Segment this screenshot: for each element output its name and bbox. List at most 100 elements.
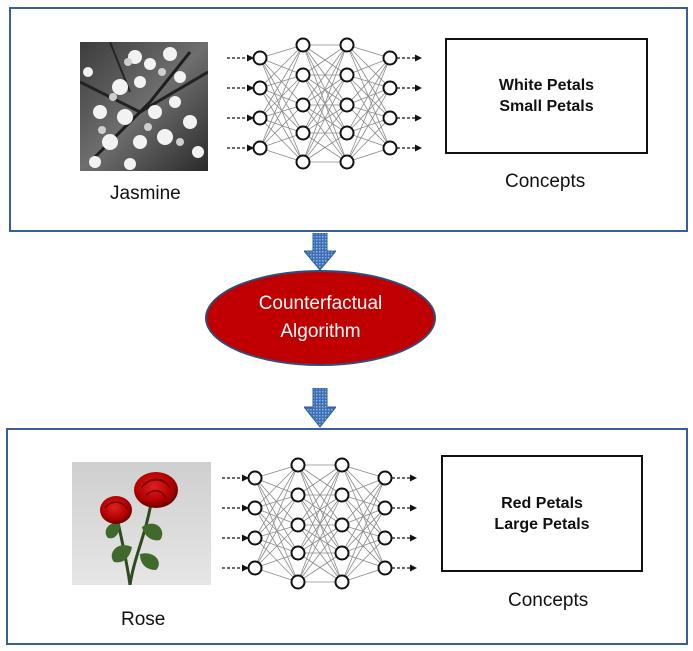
network-connection: [259, 104, 304, 149]
network-connection: [297, 552, 343, 583]
network-connection: [302, 44, 348, 106]
network-connection: [259, 87, 304, 163]
network-node: [377, 560, 393, 576]
network-node: [252, 110, 268, 126]
input-arrowhead: [247, 114, 254, 122]
concepts-box-top: White Petals Small Petals: [445, 38, 648, 154]
concepts-caption-top: Concepts: [505, 171, 586, 192]
network-connection: [341, 477, 386, 583]
down-arrow-icon: [304, 233, 336, 271]
algorithm-title-line1: Counterfactual: [258, 293, 383, 314]
network-connection: [259, 147, 304, 163]
network-connection: [259, 117, 304, 163]
network-connection: [297, 464, 343, 583]
algorithm-title-line2: Algorithm: [280, 321, 361, 342]
network-connection: [302, 74, 348, 106]
network-connection: [254, 537, 299, 583]
concept-red-petals: Red Petals: [501, 494, 583, 512]
network-node: [252, 140, 268, 156]
network-connection: [297, 494, 343, 583]
network-connection: [254, 464, 299, 569]
network-connection: [341, 537, 386, 583]
network-connection: [254, 552, 299, 569]
network-connection: [341, 477, 386, 554]
network-connection: [346, 57, 391, 134]
counterfactual-algorithm-node: Counterfactual Algorithm: [205, 270, 436, 366]
network-connection: [346, 147, 391, 163]
network-node: [295, 67, 311, 83]
network-connection: [302, 74, 348, 163]
network-connection: [259, 117, 304, 134]
output-arrowhead: [415, 84, 422, 92]
network-node: [290, 487, 306, 503]
down-arrow-icon: [304, 388, 336, 428]
output-arrowhead: [410, 474, 417, 482]
network-node: [295, 37, 311, 53]
network-node: [290, 574, 306, 590]
output-arrowhead: [410, 564, 417, 572]
input-arrowhead: [242, 534, 249, 542]
concepts-caption-bottom: Concepts: [508, 590, 589, 611]
network-node: [290, 457, 306, 473]
jasmine-label: Jasmine: [110, 183, 181, 204]
network-connection: [259, 87, 304, 134]
network-connection: [297, 524, 343, 583]
jasmine-image: [80, 42, 208, 171]
rose-label: Rose: [121, 609, 166, 630]
network-node: [247, 560, 263, 576]
network-node: [382, 140, 398, 156]
network-connection: [254, 507, 299, 554]
network-node: [334, 574, 350, 590]
network-connection: [341, 567, 386, 583]
network-connection: [302, 44, 348, 76]
network-node: [290, 517, 306, 533]
network-node: [382, 110, 398, 126]
network-node: [247, 500, 263, 516]
network-connection: [297, 494, 343, 526]
network-node: [339, 154, 355, 170]
network-connection: [346, 57, 391, 76]
network-node: [247, 470, 263, 486]
network-connection: [254, 507, 299, 583]
network-connection: [254, 464, 299, 539]
input-arrowhead: [242, 474, 249, 482]
network-node: [334, 487, 350, 503]
network-node: [295, 125, 311, 141]
network-node: [252, 80, 268, 96]
network-connection: [302, 44, 348, 163]
network-node: [334, 517, 350, 533]
concept-large-petals: Large Petals: [494, 515, 590, 533]
network-node: [339, 37, 355, 53]
concept-white-petals: White Petals: [498, 77, 595, 94]
network-node: [377, 500, 393, 516]
network-connection: [259, 44, 304, 119]
network-node: [290, 545, 306, 561]
output-arrowhead: [415, 54, 422, 62]
network-node: [382, 50, 398, 66]
input-arrowhead: [242, 564, 249, 572]
network-connection: [341, 477, 386, 526]
network-connection: [259, 44, 304, 89]
network-node: [339, 97, 355, 113]
output-arrowhead: [415, 144, 422, 152]
network-connection: [302, 132, 348, 163]
neural-network-bottom: [222, 457, 417, 590]
network-connection: [346, 57, 391, 163]
network-node: [334, 457, 350, 473]
network-connection: [341, 524, 386, 569]
network-connection: [302, 104, 348, 163]
rose-image: [72, 462, 211, 585]
network-connection: [254, 464, 299, 509]
network-connection: [297, 464, 343, 554]
network-node: [377, 470, 393, 486]
concepts-box-bottom: Red Petals Large Petals: [441, 455, 643, 572]
neural-network-top: [227, 37, 422, 170]
network-connection: [254, 494, 299, 569]
input-arrowhead: [247, 54, 254, 62]
network-connection: [346, 87, 391, 163]
network-connection: [341, 507, 386, 526]
network-node: [334, 545, 350, 561]
network-connection: [341, 507, 386, 583]
network-connection: [297, 464, 343, 526]
network-connection: [346, 57, 391, 106]
